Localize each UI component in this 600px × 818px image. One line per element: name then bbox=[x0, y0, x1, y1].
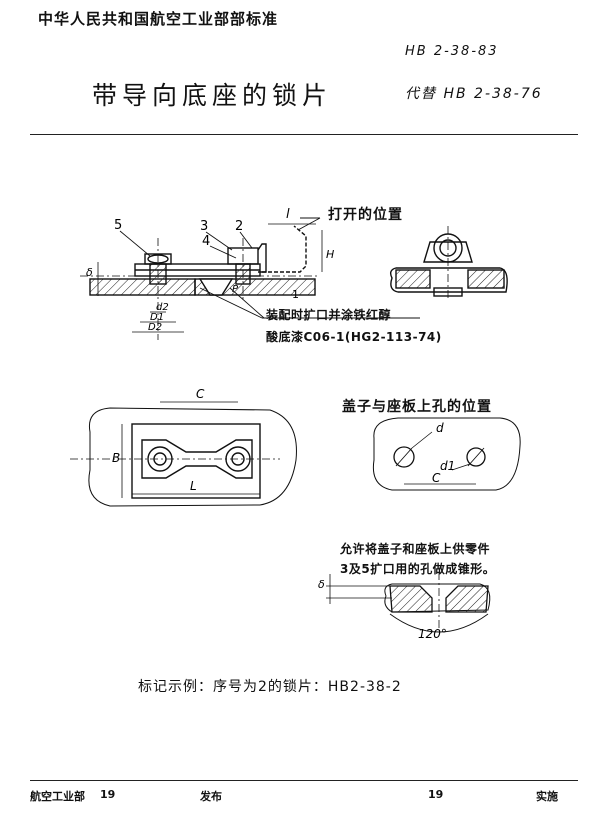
marking-example: 标记示例：序号为2的锁片：HB2-38-2 bbox=[138, 679, 402, 695]
cs-hatch-left bbox=[389, 585, 433, 613]
dim-D1-label: D1 bbox=[150, 312, 164, 323]
figure-1-side-view bbox=[389, 226, 508, 300]
cs-angle-arc bbox=[389, 613, 489, 633]
callout-4: 4 bbox=[202, 234, 210, 249]
footer-implement: 实施 bbox=[536, 790, 558, 803]
callout-p: P bbox=[232, 284, 239, 295]
hole-plate-outline bbox=[372, 417, 521, 491]
cs-plate-outline bbox=[384, 583, 491, 613]
note-leader-a bbox=[199, 287, 263, 319]
issuing-organization: 中华人民共和国航空工业部部标准 bbox=[38, 10, 279, 28]
side-plate-right-hatch bbox=[467, 269, 505, 289]
hole-d1 bbox=[466, 447, 486, 467]
figure-2-plan bbox=[70, 401, 297, 507]
base-plate-left bbox=[89, 278, 196, 296]
footer-year-left: 19 bbox=[100, 788, 116, 801]
cs-hatch-right bbox=[445, 585, 489, 613]
plan-dim-b: B bbox=[112, 451, 120, 465]
side-housing bbox=[423, 241, 473, 263]
hole-dim-d: d bbox=[436, 421, 444, 435]
leader-3 bbox=[205, 231, 233, 251]
hole-d1-leader bbox=[451, 463, 471, 471]
hole-dim-c: C bbox=[432, 471, 441, 485]
leader-5 bbox=[119, 230, 151, 257]
plan-lock-plate bbox=[141, 439, 253, 479]
footer-year-right: 19 bbox=[428, 788, 444, 801]
hole-position-label: 盖子与座板上孔的位置 bbox=[342, 399, 492, 415]
dim-D2-label: D2 bbox=[148, 322, 162, 333]
figure-3-holes bbox=[372, 417, 521, 491]
side-plate-left-hatch bbox=[395, 269, 431, 289]
countersink-note-line1: 允许将盖子和座板上供零件 bbox=[340, 542, 491, 556]
figure-1-section bbox=[80, 217, 420, 340]
side-plate-outline bbox=[389, 267, 508, 293]
footer-issued: 发布 bbox=[200, 790, 222, 803]
cs-angle: 120° bbox=[418, 627, 447, 641]
footer-rule bbox=[30, 780, 578, 781]
countersink-note-line2: 3及5扩口用的孔做成锥形。 bbox=[340, 562, 496, 576]
dim-d2-label: d2 bbox=[156, 302, 169, 313]
plan-base bbox=[131, 423, 261, 499]
footer-issuer: 航空工业部 bbox=[30, 790, 85, 803]
replaces-standard: 代替 HB 2-38-76 bbox=[405, 86, 543, 102]
latch-open-position bbox=[262, 225, 307, 273]
callout-delta: δ bbox=[86, 266, 93, 279]
hole-d bbox=[393, 446, 415, 468]
plan-background-plate bbox=[88, 407, 297, 507]
side-rivet-inner bbox=[439, 239, 457, 257]
open-position-label: 打开的位置 bbox=[328, 207, 403, 223]
figure-4-countersink bbox=[326, 572, 491, 633]
assembly-note-line1: 装配时扩口并涂铁红醇 bbox=[266, 308, 392, 322]
leader-2 bbox=[239, 231, 253, 249]
callout-2: 2 bbox=[235, 219, 243, 234]
callout-5: 5 bbox=[114, 218, 122, 233]
leader-4 bbox=[209, 245, 237, 259]
note-leader-b bbox=[229, 287, 265, 319]
callout-3: 3 bbox=[200, 219, 208, 234]
header-rule bbox=[30, 134, 578, 135]
callout-h: H bbox=[326, 248, 334, 261]
document-title: 带导向底座的锁片 bbox=[92, 81, 333, 110]
assembly-note-line2: 酸底漆C06-1(HG2-113-74) bbox=[266, 330, 442, 344]
callout-l: l bbox=[286, 207, 290, 222]
hole-dim-d1: d1 bbox=[440, 459, 455, 473]
standard-number: HB 2-38-83 bbox=[405, 44, 499, 59]
latch-tab bbox=[257, 243, 267, 273]
hole-d1-diameter bbox=[467, 447, 485, 467]
cs-delta: δ bbox=[318, 578, 325, 591]
countersink-hole bbox=[198, 278, 234, 296]
hole-d-leader bbox=[411, 431, 433, 449]
plan-dim-c: C bbox=[196, 387, 205, 401]
callout-1: 1 bbox=[292, 288, 299, 301]
plan-dim-l: L bbox=[190, 479, 197, 493]
hole-d-diameter bbox=[395, 447, 413, 467]
